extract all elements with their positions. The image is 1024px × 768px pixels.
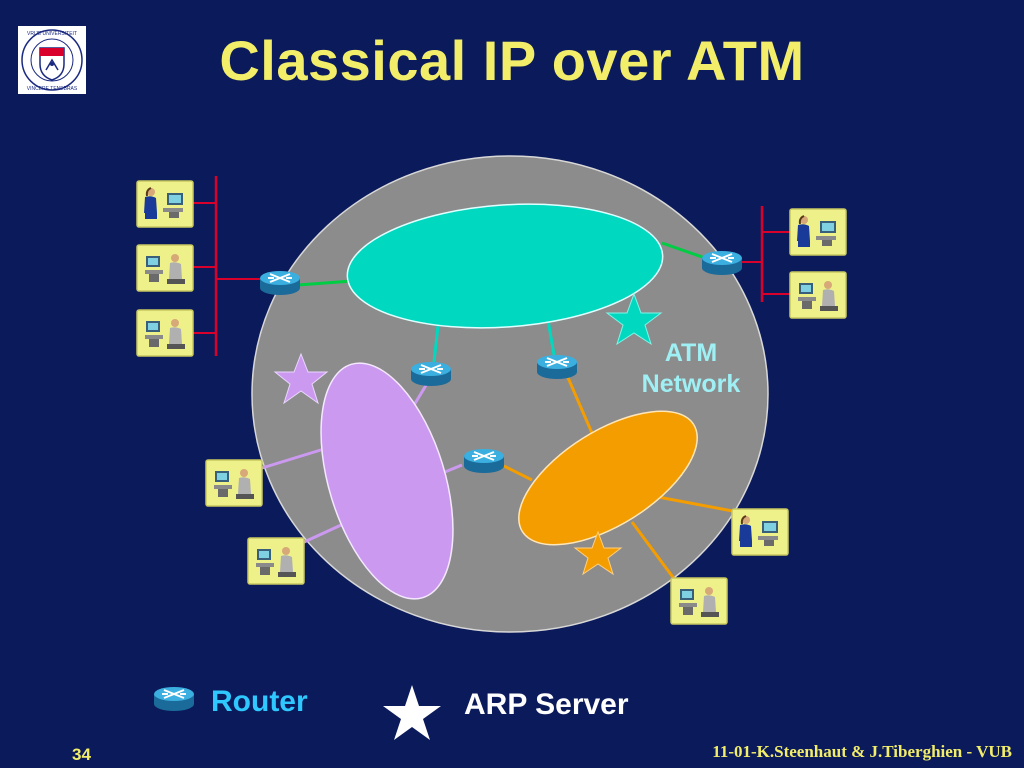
router-icon [410, 361, 452, 387]
slide-title: Classical IP over ATM [219, 29, 805, 92]
router-icon [701, 250, 743, 276]
footer-credit: 11-01-K.Steenhaut & J.Tiberghien - VUB [712, 742, 1012, 761]
cyan-ip-subnet [346, 203, 664, 329]
workstation-icon [731, 508, 789, 556]
star-icon [273, 352, 329, 405]
university-logo: VRIJE UNIVERSITEIT VINCERE TENEBRAS [18, 26, 86, 94]
legend-router-icon [153, 686, 195, 712]
violet-ip-subnet [320, 362, 454, 600]
router-icon [463, 448, 505, 474]
page-number: 34 [72, 745, 91, 764]
atm-network-label-line1: ATM [664, 339, 718, 367]
workstation-icon [136, 309, 194, 357]
legend-star-icon [383, 685, 441, 740]
svg-text:VINCERE TENEBRAS: VINCERE TENEBRAS [27, 86, 78, 92]
workstation-icon [205, 459, 263, 507]
svg-text:VRIJE UNIVERSITEIT: VRIJE UNIVERSITEIT [27, 31, 77, 37]
workstation-icon [136, 244, 194, 292]
connection-lines [190, 176, 792, 581]
router-icon [259, 270, 301, 296]
workstation-icon [670, 577, 728, 625]
atm-network-label: ATM Network [632, 338, 750, 400]
workstation-icon [136, 180, 194, 228]
atm-network-label-line2: Network [641, 370, 741, 398]
university-seal-icon: VRIJE UNIVERSITEIT VINCERE TENEBRAS [21, 29, 83, 92]
workstation-icon [247, 537, 305, 585]
workstation-icon [789, 208, 847, 256]
workstation-icon [789, 271, 847, 319]
star-icon [573, 530, 623, 576]
legend-arp-label: ARP Server [464, 688, 629, 721]
router-icon [536, 354, 578, 380]
star-icon [605, 292, 663, 346]
legend-router-label: Router [211, 685, 308, 718]
orange-ip-subnet [518, 410, 698, 546]
